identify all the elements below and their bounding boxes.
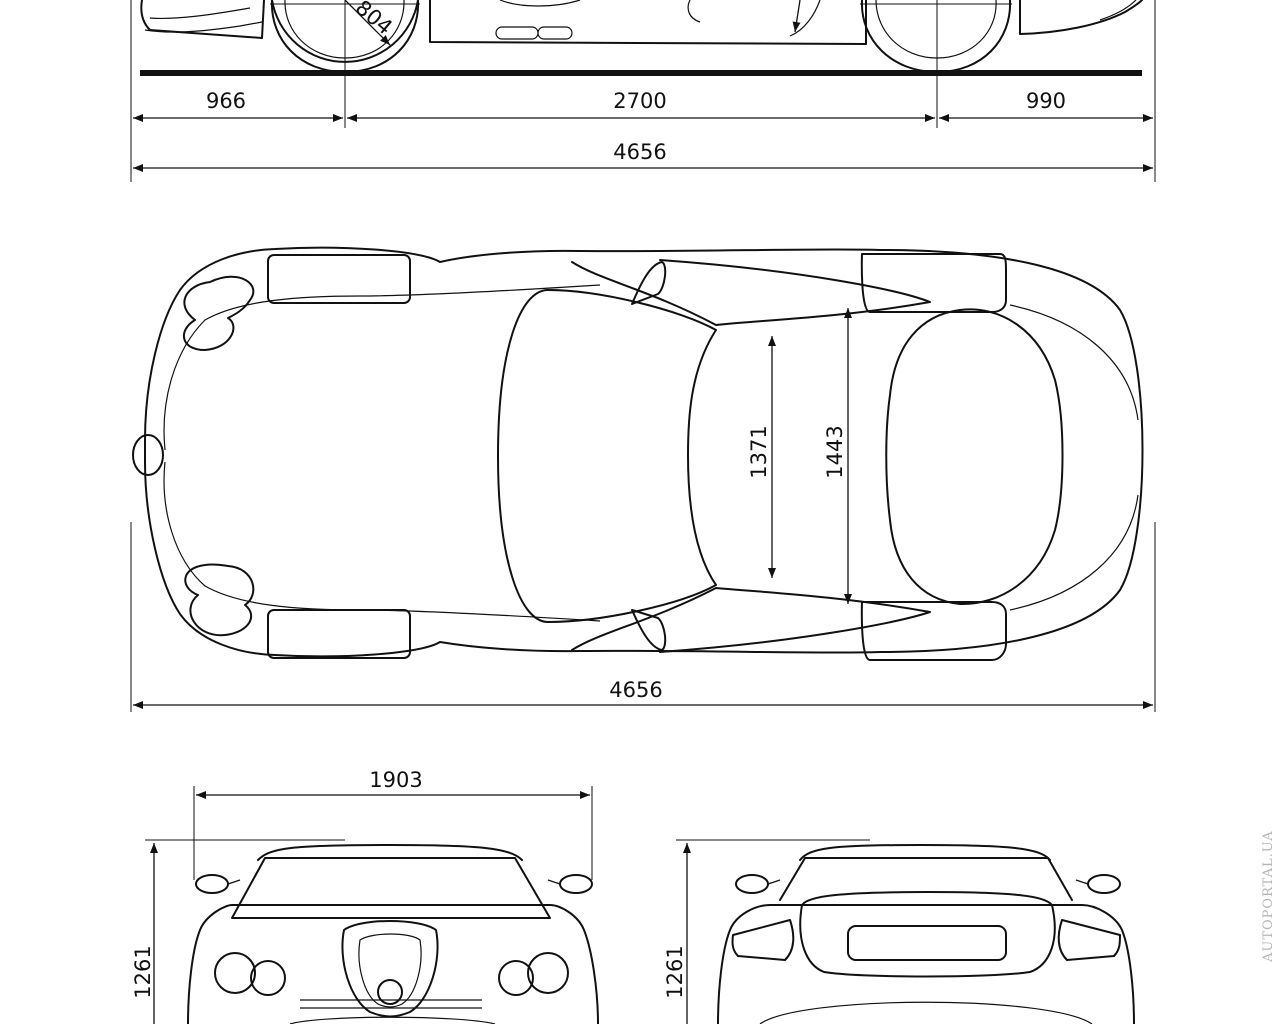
wheelbase-label: 2700: [613, 89, 666, 113]
rear-view: 1261: [663, 839, 1135, 1024]
headlight-l1: [214, 952, 256, 994]
mirror-left: [631, 261, 667, 305]
windscreen: [497, 289, 717, 623]
headlight-l2: [250, 960, 286, 996]
front-roof: [257, 844, 523, 861]
rear-overhang-label: 990: [1026, 89, 1066, 113]
width-label: 1903: [369, 768, 422, 792]
rear-track-label: 1371: [747, 425, 771, 478]
taillight-right: [1057, 919, 1121, 961]
watermark: AUTOPORTAL.UA: [1261, 830, 1276, 963]
rear-wheel: [860, 0, 1012, 73]
front-track-label: 1443: [823, 425, 847, 478]
rear-mirror-left: [735, 874, 769, 894]
front-mirror-left: [195, 874, 229, 894]
rear-body: [717, 904, 1135, 1024]
rear-mirror-right: [1087, 874, 1121, 894]
front-star-emblem: [377, 979, 403, 1005]
front-body: [187, 904, 599, 1024]
side-vent-right: [537, 26, 573, 40]
rear-trunk: [799, 891, 1056, 978]
front-mirror-right: [559, 874, 593, 894]
length-side-label: 4656: [613, 140, 666, 164]
headlight-right: [184, 563, 255, 637]
front-windscreen: [231, 857, 551, 919]
rear-glass: [779, 857, 1073, 901]
side-view: 804 966 2700 990 4656: [130, 0, 1156, 182]
headlight-r2: [498, 960, 534, 996]
height-front-label: 1261: [131, 945, 155, 998]
top-view: 1371 1443 4656: [130, 246, 1156, 712]
headlight-r1: [527, 952, 569, 994]
height-rear-label: 1261: [663, 945, 687, 998]
rear-roof: [799, 844, 1051, 861]
length-top-label: 4656: [609, 678, 662, 702]
top-front-wheel-left: [267, 254, 411, 304]
side-vent-left: [495, 26, 539, 40]
top-body-outline: [144, 246, 1144, 658]
front-view: 1903 1261: [131, 768, 599, 1024]
side-body-outline: [140, 0, 1143, 45]
top-front-wheel-right: [267, 609, 411, 659]
wheel-diameter-label: 804: [351, 0, 397, 40]
front-emblem: [132, 434, 164, 476]
front-grille: [341, 920, 439, 1018]
taillight-left: [731, 919, 795, 961]
rear-window: [885, 308, 1064, 606]
headlight-left: [182, 275, 255, 351]
mirror-right: [631, 609, 667, 651]
top-rear-wheel-right: [860, 601, 1007, 661]
top-rear-wheel-left: [860, 253, 1007, 313]
front-overhang-label: 966: [206, 89, 246, 113]
rear-plate: [847, 925, 1007, 961]
